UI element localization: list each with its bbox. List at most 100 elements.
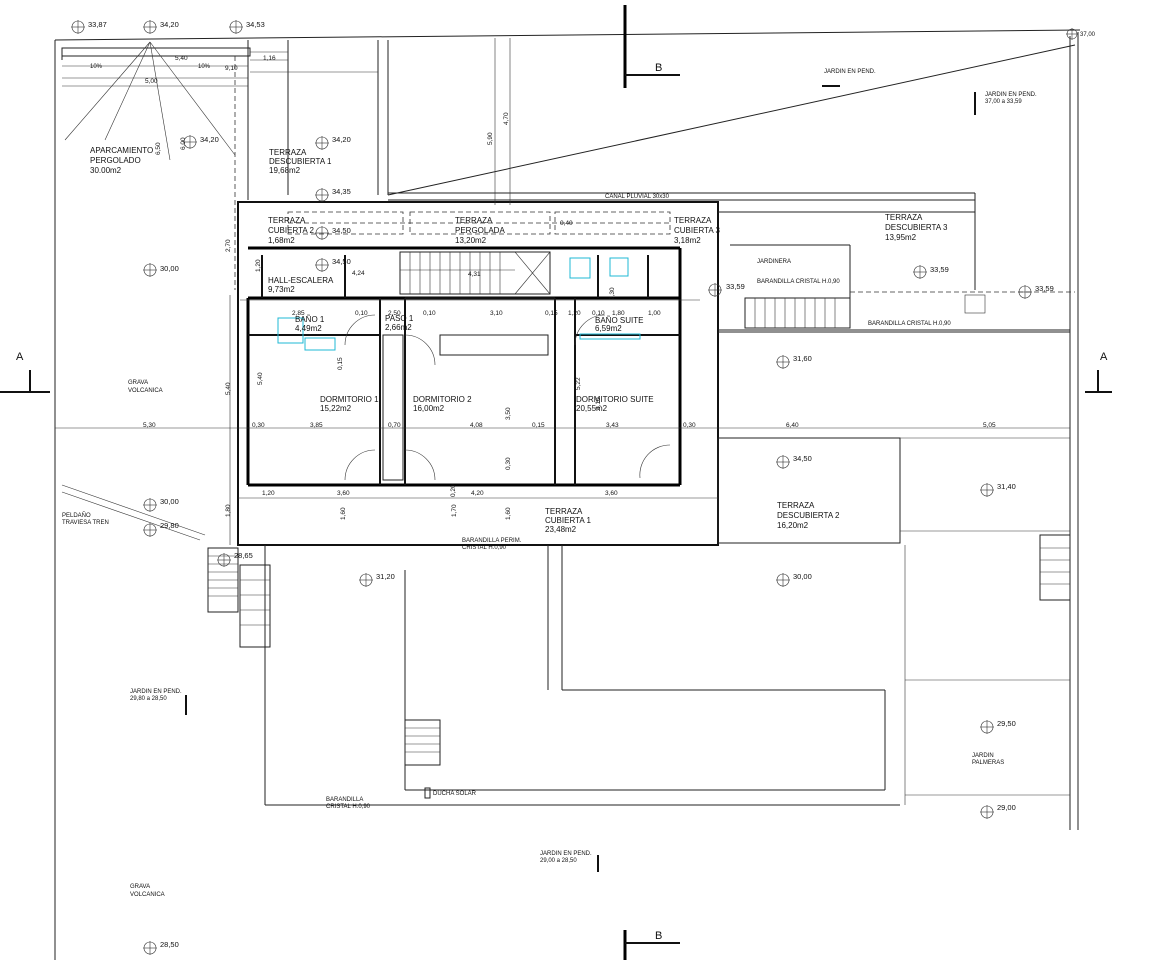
level-3120: 31,20 [376, 572, 395, 581]
right-small-stair [1039, 534, 1071, 601]
room-bano1-name: BAÑO 1 [295, 315, 325, 324]
lower-block [264, 545, 1070, 806]
note-barandilla-perim-1: BARANDILLA PERIM. [462, 538, 522, 544]
dim-310: 3,10 [490, 310, 503, 317]
level-3450-c: 34,50 [793, 454, 812, 463]
dim-408: 4,08 [470, 422, 483, 429]
dim-424: 4,24 [352, 270, 365, 277]
note-grava-2b: VOLCANICA [130, 892, 165, 898]
room-bano-suite-area: 6,59m2 [595, 324, 622, 333]
dim-540-b: 5,40 [225, 382, 232, 395]
doors [344, 314, 671, 481]
level-symbols [71, 20, 1078, 955]
left-stair [207, 547, 271, 648]
note-jardin-left-2: 29,80 a 28,50 [130, 696, 167, 702]
room-terraza-desc3-name1: TERRAZA [885, 213, 923, 222]
room-terraza-cub3-name2: CUBIERTA 3 [674, 226, 720, 235]
note-barandilla-perim-2: CRISTAL H.0,90 [462, 545, 507, 551]
room-dorm1-name: DORMITORIO 1 [320, 395, 379, 404]
note-slope-2: 10% [198, 64, 211, 70]
dim-540-c: 5,40 [257, 372, 264, 385]
section-a-left: A [16, 351, 24, 363]
level-3420-b: 34,20 [200, 135, 219, 144]
room-aparcamiento-name1: APARCAMIENTO [90, 146, 153, 155]
dim-120-b: 1,20 [568, 310, 581, 317]
dim-030-b: 0,30 [683, 422, 696, 429]
dim-285: 2,85 [292, 310, 305, 317]
level-3359-b: 33,59 [930, 265, 949, 274]
room-paso1-area: 2,66m2 [385, 323, 412, 332]
note-jardin-palmeras-2: PALMERAS [972, 760, 1004, 766]
terraza-desc2-walls [717, 437, 1070, 544]
dim-270: 2,70 [225, 239, 232, 252]
dim-360-b: 3,60 [605, 490, 618, 497]
note-barandilla-bottom-2: CRISTAL H.0,90 [326, 804, 371, 810]
peldano-path [61, 484, 206, 541]
note-jardin-right-1: JARDIN EN PEND. [985, 92, 1037, 98]
note-barandilla-1: BARANDILLA CRISTAL H.0,90 [757, 279, 840, 285]
note-barandilla-2: BARANDILLA CRISTAL H.0,90 [868, 321, 951, 327]
dim-350: 3,50 [505, 407, 512, 420]
level-3387: 33,87 [88, 20, 107, 29]
room-bano-suite-name: BAÑO SUITE [595, 316, 643, 325]
dim-600: 6,00 [180, 137, 187, 150]
level-2980: 29,80 [160, 521, 179, 530]
dim-910: 9,10 [225, 65, 238, 72]
room-dorm2-name: DORMITORIO 2 [413, 395, 472, 404]
level-2850: 28,50 [160, 940, 179, 949]
dim-030-c: 0,30 [505, 457, 512, 470]
section-b-bottom: B [655, 930, 662, 942]
room-terraza-cub3-name1: TERRAZA [674, 216, 712, 225]
dim-160-a: 1,60 [340, 507, 347, 520]
note-ticks [185, 85, 976, 872]
dim-250: 2,50 [388, 310, 401, 317]
level-3359-a: 33,59 [726, 282, 745, 291]
note-peldano-1: PELDAÑO [62, 512, 91, 519]
dim-410: 4,10 [595, 397, 602, 410]
room-terraza-desc2-name2: DESCUBIERTA 2 [777, 511, 840, 520]
room-dorm1-area: 15,22m2 [320, 404, 352, 413]
level-3453: 34,53 [246, 20, 265, 29]
note-jardin-top: JARDIN EN PEND. [824, 69, 876, 75]
room-terraza-desc2-name1: TERRAZA [777, 501, 815, 510]
room-terraza-desc1-name2: DESCUBIERTA 1 [269, 157, 332, 166]
dimension-lines [55, 38, 1070, 545]
dim-590: 5,90 [487, 132, 494, 145]
house-walls [237, 201, 719, 546]
section-markers [0, 5, 1112, 960]
note-ducha: DUCHA SOLAR [433, 791, 477, 797]
room-bano1-area: 4,49m2 [295, 324, 322, 333]
bathroom-fixtures [277, 257, 641, 351]
level-3140: 31,40 [997, 482, 1016, 491]
room-terraza-cub1-area: 23,48m2 [545, 525, 577, 534]
level-3000-b: 30,00 [160, 497, 179, 506]
level-3435: 34,35 [332, 187, 351, 196]
room-terraza-perg-area: 13,20m2 [455, 236, 487, 245]
room-dorm2-area: 16,00m2 [413, 404, 445, 413]
dim-070: 0,70 [388, 422, 401, 429]
section-b-top: B [655, 62, 662, 74]
level-2950: 29,50 [997, 719, 1016, 728]
dim-431: 4,31 [468, 271, 481, 278]
room-paso1-name: PASO 1 [385, 314, 414, 323]
dim-120-a: 1,20 [255, 259, 262, 272]
level-3160: 31,60 [793, 354, 812, 363]
dim-343: 3,43 [606, 422, 619, 429]
parking-pergola [61, 40, 389, 290]
dim-385: 3,85 [310, 422, 323, 429]
dim-020: 0,20 [450, 484, 457, 497]
level-3700: 37,00 [1080, 32, 1096, 38]
room-terraza-cub2-name1: TERRAZA [268, 216, 306, 225]
top-slope-lines [387, 44, 1076, 290]
level-3450-a: 34,50 [332, 226, 351, 235]
dim-160-b: 1,60 [505, 507, 512, 520]
room-terraza-perg-name2: PERGOLADA [455, 226, 505, 235]
room-terraza-desc3-area: 13,95m2 [885, 233, 917, 242]
dim-640: 6,40 [786, 422, 799, 429]
plot-boundary [54, 29, 1081, 960]
note-jardin-palmeras-1: JARDIN [972, 753, 994, 759]
dim-116: 1,16 [263, 55, 276, 62]
dim-522: 5,22 [575, 377, 582, 390]
